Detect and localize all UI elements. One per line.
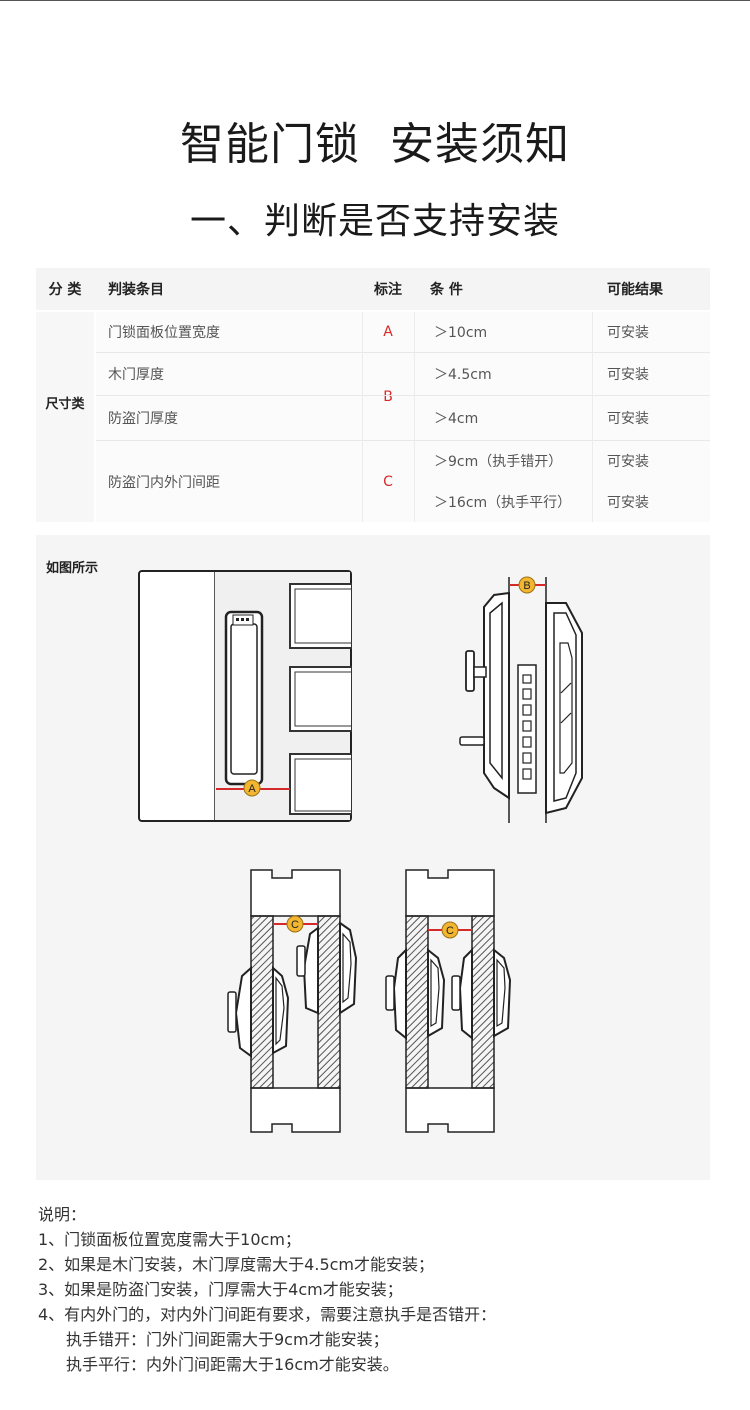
row-4-result-2: 可安装 — [607, 495, 649, 511]
row-divider — [96, 440, 710, 441]
col-divider — [592, 312, 593, 522]
note-line-3: 3、如果是防盗门安装，门厚需大于4cm才能安装； — [38, 1280, 403, 1299]
header-result: 可能结果 — [607, 268, 707, 310]
marker-b: B — [523, 580, 530, 592]
row-divider — [96, 352, 710, 353]
section-title: 一、判断是否支持安装 — [189, 201, 560, 242]
row-2-result: 可安装 — [607, 367, 649, 383]
marker-c-right: C — [446, 925, 454, 937]
marker-c-left: C — [291, 919, 299, 931]
row-2-mark: B — [383, 389, 393, 405]
figure-c-staggered: C — [227, 869, 358, 1133]
header-category: 分 类 — [36, 268, 94, 310]
notes-heading: 说明： — [38, 1205, 87, 1224]
row-4-condition-2: ＞16cm（执手平行） — [434, 495, 572, 511]
page-title: 智能门锁 安装须知 — [180, 119, 570, 170]
category-cell-bg — [36, 312, 94, 522]
row-4-item: 防盗门内外门间距 — [108, 475, 220, 491]
marker-a: A — [248, 783, 256, 795]
note-line-1: 1、门锁面板位置宽度需大于10cm； — [38, 1230, 301, 1249]
row-2-item: 木门厚度 — [108, 367, 164, 383]
install-notes: 说明： 1、门锁面板位置宽度需大于10cm； 2、如果是木门安装，木门厚度需大于… — [38, 1202, 718, 1377]
row-1-mark: A — [383, 324, 393, 340]
header-condition: 条 件 — [430, 268, 590, 310]
note-line-2: 2、如果是木门安装，木门厚度需大于4.5cm才能安装； — [38, 1255, 435, 1274]
row-4-result-1: 可安装 — [607, 454, 649, 470]
category-label: 尺寸类 — [45, 396, 85, 412]
row-3-condition: ＞4cm — [434, 411, 479, 427]
row-3-item: 防盗门厚度 — [108, 411, 178, 427]
header-mark: 标注 — [362, 268, 414, 310]
figure-a-door-front: A — [138, 570, 352, 822]
note-line-5: 执手错开：门外门间距需大于9cm才能安装； — [66, 1330, 389, 1349]
col-divider — [414, 312, 415, 522]
illustration-panel: 如图所示 A B — [36, 535, 710, 1180]
install-criteria-table: 分 类 判装条目 标注 条 件 可能结果 尺寸类 门锁面板位置宽度 A ＞10c… — [36, 268, 710, 522]
figure-label: 如图所示 — [46, 561, 99, 576]
row-divider — [96, 395, 710, 396]
rows-bg — [96, 312, 710, 522]
top-rule — [0, 0, 750, 1]
note-line-4: 4、有内外门的，对内外门间距有要求，需要注意执手是否错开： — [38, 1305, 497, 1324]
row-1-item: 门锁面板位置宽度 — [108, 325, 220, 341]
row-4-condition-1: ＞9cm（执手错开） — [434, 454, 563, 470]
row-1-result: 可安装 — [607, 325, 649, 341]
row-3-result: 可安装 — [607, 411, 649, 427]
row-1-condition: ＞10cm — [434, 325, 488, 341]
row-4-mark: C — [383, 474, 393, 490]
figure-c-parallel: C — [385, 869, 512, 1133]
row-2-condition: ＞4.5cm — [434, 367, 492, 383]
header-item: 判装条目 — [108, 268, 308, 310]
figure-b-door-side: B — [459, 576, 583, 823]
note-line-6: 执手平行：内外门间距需大于16cm才能安装。 — [66, 1355, 399, 1374]
col-divider — [362, 312, 363, 522]
